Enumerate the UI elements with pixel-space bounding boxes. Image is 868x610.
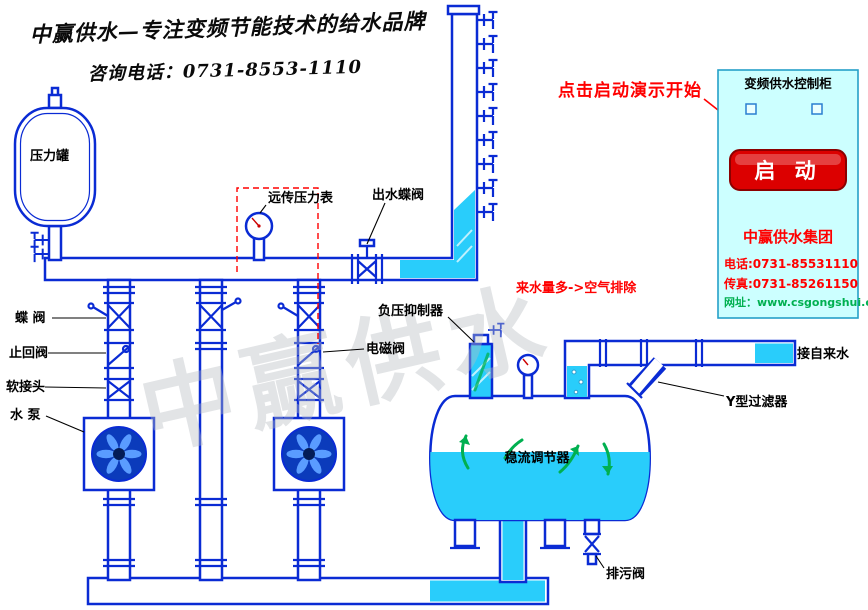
cabinet-website: 网址：www.csgongshui.com — [724, 295, 868, 309]
tank-drain-tap-icon — [29, 231, 50, 250]
faucet-icon — [475, 106, 499, 127]
flex-joint-icon — [294, 377, 324, 402]
water-pump-2 — [272, 416, 346, 492]
y-strainer-label: Y型过滤器 — [725, 394, 788, 410]
riser-top-cap — [446, 4, 481, 16]
start-button[interactable]: 启 动 — [729, 149, 847, 191]
inlet-pipe — [563, 339, 797, 400]
control-signal-wire — [236, 187, 319, 344]
check-valve-icon — [104, 341, 134, 370]
brand-slogan: 中赢供水—专注变频节能技术的给水品牌 — [29, 8, 428, 47]
faucet-icon — [475, 34, 499, 55]
pump-impeller-icon — [91, 426, 147, 482]
vacuum-suppressor-label: 负压抑制器 — [378, 303, 444, 319]
tank-pressure-gauge — [516, 353, 540, 400]
hotline-text: 咨询电话：0731-8553-1110 — [88, 57, 363, 85]
air-exhaust-note: 来水量多->空气排除 — [515, 280, 637, 296]
faucet-icon — [475, 82, 499, 103]
company-name: 中赢供水集团 — [743, 228, 833, 246]
component-labels: 蝶 阀 止回阀 软接头 水 泵 远传压力表 出水蝶阀 负压抑制器 电磁阀 Y型过… — [6, 187, 850, 582]
solenoid-valve-icon — [294, 341, 324, 370]
bypass-line — [195, 278, 242, 582]
flow-regulator-tank: 稳流调节器 — [429, 394, 651, 550]
y-strainer-icon — [626, 357, 667, 399]
faucet-icon — [475, 130, 499, 151]
remote-gauge-label: 远传压力表 — [268, 190, 334, 206]
outlet-valve-label: 出水蝶阀 — [372, 187, 424, 203]
check-valve-label: 止回阀 — [9, 345, 48, 361]
indicator-light — [745, 103, 757, 115]
tank-outlet-downpipe — [498, 516, 528, 584]
butterfly-valve-icon — [277, 301, 324, 332]
pressure-tank-label: 压力罐 — [30, 148, 69, 164]
faucet-column — [475, 10, 499, 223]
faucet-icon — [475, 202, 499, 223]
tank-leg — [543, 518, 567, 548]
drain-valve-label: 排污阀 — [606, 566, 645, 582]
faucet-icon — [475, 178, 499, 199]
start-button-label: 启 动 — [754, 159, 821, 183]
butterfly-valve-label: 蝶 阀 — [15, 310, 46, 326]
pump-line-1 — [82, 278, 156, 582]
cabinet-phone: 电话:0731-85531110 — [724, 256, 858, 271]
faucet-icon — [475, 154, 499, 175]
flow-arrows — [459, 434, 613, 476]
water-pump-1 — [82, 416, 156, 492]
suction-manifold-pipe — [86, 576, 550, 606]
flow-regulator-label: 稳流调节器 — [504, 450, 570, 466]
cabinet-fax: 传真:0731-85261150 — [723, 276, 858, 291]
flex-joint-icon — [104, 377, 134, 402]
control-cabinet: 变频供水控制柜 启 动 中赢供水集团 电话:0731-85531110 传真:0… — [717, 69, 868, 319]
water-pump-label: 水 泵 — [10, 407, 41, 423]
pressure-tank: 压力罐 — [13, 86, 97, 264]
demo-hint-text: 点击启动演示开始 — [558, 80, 702, 101]
butterfly-valve-icon — [87, 301, 134, 332]
faucet-icon — [475, 58, 499, 79]
solenoid-valve-label: 电磁阀 — [366, 341, 405, 357]
valve-icon — [196, 297, 242, 332]
remote-pressure-gauge — [244, 211, 274, 262]
flex-joint-label: 软接头 — [6, 379, 45, 395]
demo-hint-pointer — [703, 98, 719, 111]
indicator-light — [811, 103, 823, 115]
cabinet-title: 变频供水控制柜 — [744, 76, 832, 91]
city-water-label: 接自来水 — [797, 346, 850, 362]
pump-line-2 — [272, 278, 346, 582]
vacuum-suppressor — [468, 322, 506, 400]
pump-impeller-icon — [281, 426, 337, 482]
discharge-riser-pipe — [43, 4, 481, 282]
drain-valve-assembly — [583, 518, 601, 566]
tank-leg — [453, 518, 477, 548]
